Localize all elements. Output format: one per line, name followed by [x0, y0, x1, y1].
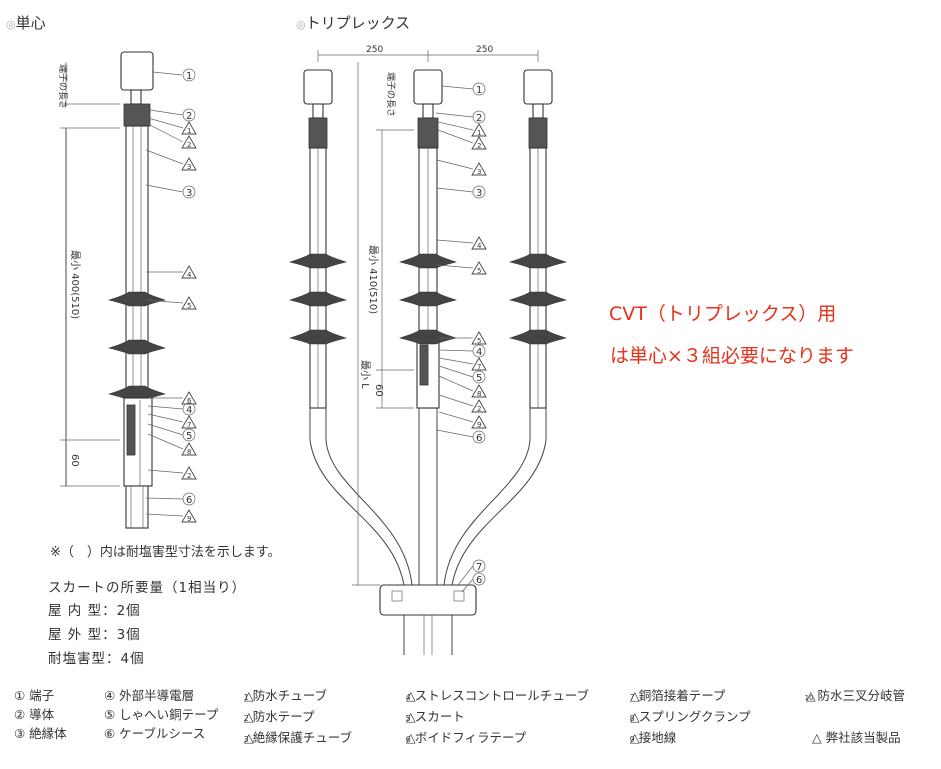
triangle-icon: △	[806, 688, 816, 703]
svg-text:5: 5	[477, 337, 481, 345]
bullet-icon: ◎	[296, 18, 306, 31]
triangle-icon: △	[630, 688, 640, 703]
svg-text:5: 5	[476, 373, 482, 384]
skirt-row-indoor: 屋 内 型：2個	[48, 603, 141, 619]
triangle-icon: △	[244, 688, 254, 703]
legend-col1: ① 端子 ② 導体 ③ 絶縁体	[14, 686, 67, 743]
triangle-icon: △	[406, 730, 416, 745]
svg-text:1: 1	[477, 129, 481, 137]
legend-item: ⑥ ケーブルシース	[104, 726, 206, 741]
svg-text:3: 3	[476, 188, 482, 199]
single-length-label: 最小 400(510)	[69, 250, 81, 319]
single-terminal-note: 端子の長さ	[57, 64, 69, 109]
triplex-title: ◎トリプレックス	[296, 14, 411, 32]
red-note-line1: CVT（トリプレックス）用	[609, 303, 837, 325]
bullet-icon: ◎	[6, 18, 16, 31]
triplex-termination: 250 250	[289, 45, 567, 655]
svg-text:2: 2	[476, 113, 482, 124]
dimension-note: ※（ ）内は耐塩害型寸法を示します。	[50, 545, 281, 560]
svg-text:5: 5	[187, 302, 191, 310]
triangle-icon: △	[630, 709, 640, 724]
svg-text:5: 5	[186, 431, 192, 442]
svg-text:9: 9	[477, 421, 481, 429]
svg-text:2: 2	[477, 142, 481, 150]
svg-text:4: 4	[477, 242, 482, 250]
single-core-termination: 端子の長さ 最小 400(510) 60 1 2 1 2 3	[57, 51, 197, 529]
svg-text:7: 7	[187, 421, 191, 429]
svg-text:6: 6	[476, 433, 482, 444]
svg-text:9: 9	[187, 515, 191, 523]
svg-text:7: 7	[477, 363, 481, 371]
single-core-title: ◎単心	[6, 14, 46, 32]
triplex-length-label: 最小 410(510)	[367, 245, 379, 314]
svg-text:端子の長さ: 端子の長さ	[385, 72, 397, 117]
svg-text:8: 8	[477, 390, 481, 398]
svg-text:3: 3	[186, 188, 192, 199]
spacing-right: 250	[476, 45, 493, 55]
legend-item: ⑤ しゃへい銅テープ	[104, 707, 219, 722]
triangle-icon: △	[244, 709, 254, 724]
svg-text:6: 6	[186, 495, 192, 506]
svg-text:4: 4	[476, 347, 482, 358]
legend-item: ③ 絶縁体	[14, 726, 67, 741]
svg-text:2: 2	[187, 472, 191, 480]
triangle-icon: △	[812, 730, 822, 745]
red-note-line2: は単心×３組必要になります	[610, 345, 854, 367]
triangle-icon: △	[406, 688, 416, 703]
svg-text:2: 2	[186, 111, 192, 122]
svg-text:2: 2	[477, 405, 481, 413]
svg-text:2: 2	[187, 141, 191, 149]
svg-text:4: 4	[187, 271, 192, 279]
svg-text:6: 6	[476, 575, 482, 586]
svg-text:4: 4	[186, 405, 192, 416]
termination-drawing: 端子の長さ 最小 400(510) 60 1 2 1 2 3	[57, 45, 567, 655]
svg-text:1: 1	[187, 127, 191, 135]
triangle-icon: △	[630, 730, 640, 745]
svg-text:1: 1	[476, 85, 482, 96]
svg-text:5: 5	[477, 267, 481, 275]
skirt-row-outdoor: 屋 外 型：3個	[48, 627, 141, 643]
svg-text:3: 3	[187, 163, 191, 171]
svg-text:3: 3	[477, 168, 481, 176]
legend-item: ① 端子	[14, 688, 55, 703]
spacing-left: 250	[366, 45, 383, 55]
svg-text:7: 7	[476, 562, 482, 573]
legend-item: ② 導体	[14, 707, 55, 722]
legend-col2: ④ 外部半導電層 ⑤ しゃへい銅テープ ⑥ ケーブルシース	[104, 686, 218, 743]
callout-1: 1	[186, 71, 192, 82]
terminal-lug	[120, 51, 154, 91]
triplex-bottom-dim: 60	[373, 384, 384, 397]
svg-text:8: 8	[187, 448, 191, 456]
triangle-icon: △	[406, 709, 416, 724]
legend-item: ④ 外部半導電層	[104, 688, 195, 703]
skirt-title: スカートの所要量（1相当り）	[48, 580, 247, 596]
svg-text:6: 6	[187, 397, 192, 405]
skirt-row-salt: 耐塩害型：4個	[48, 651, 145, 667]
triplex-length-L: 最小 L	[359, 360, 371, 389]
single-bottom-dim: 60	[69, 454, 80, 467]
legend-company-product: △ 弊社該当製品	[812, 730, 901, 745]
triangle-icon: △	[244, 730, 254, 745]
